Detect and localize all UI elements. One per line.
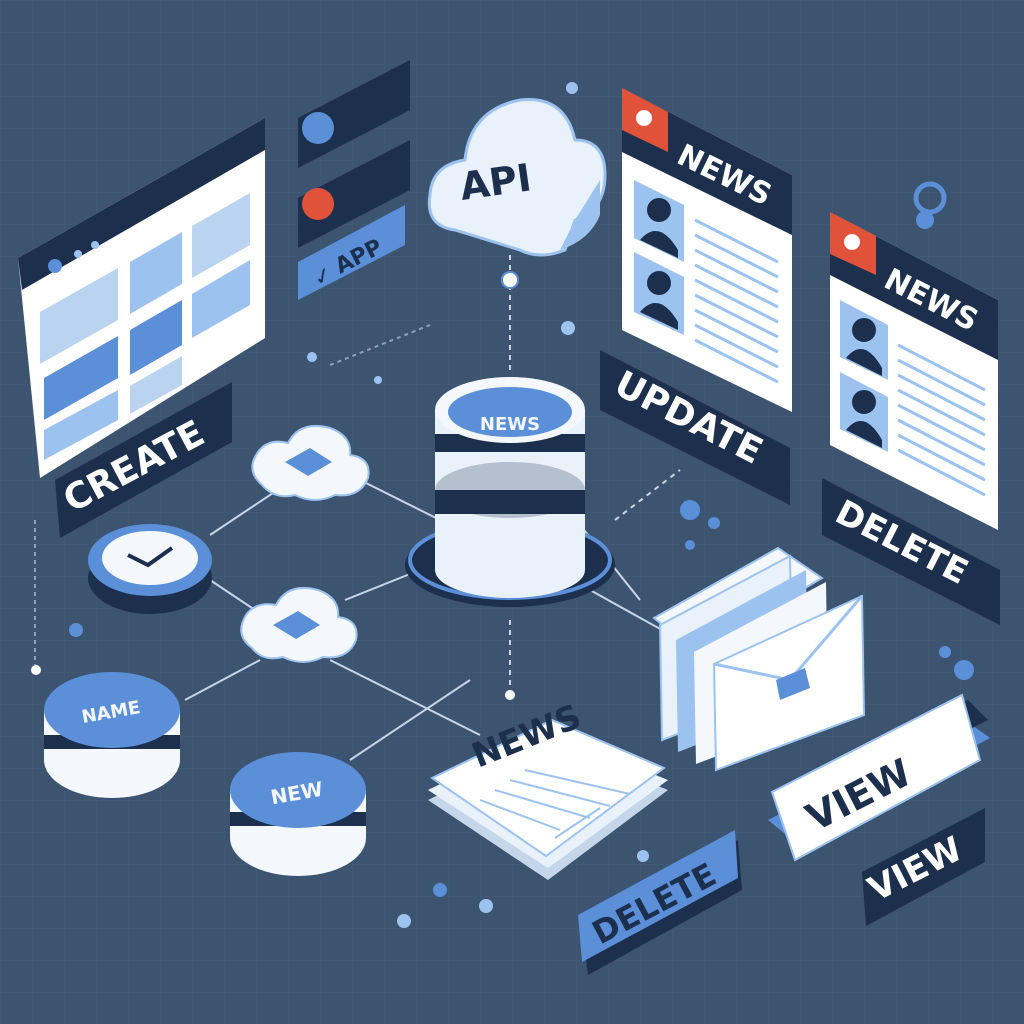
database-label: NEWS: [480, 414, 540, 435]
person-icon: [634, 180, 684, 262]
delete-button-bottom[interactable]: DELETE: [578, 830, 742, 975]
person-icon: [840, 300, 888, 380]
pill-button-2[interactable]: [298, 140, 410, 248]
clock-icon: [88, 524, 212, 614]
cloud-node-top: [251, 424, 370, 501]
cylinder-name: NAME: [44, 672, 180, 798]
newspaper-icon: NEWS: [428, 697, 668, 880]
cloud-node-middle: [240, 586, 358, 663]
cylinder-new: NEW: [230, 752, 366, 876]
newspaper-right-top: NEWS: [622, 88, 792, 412]
database-icon: NEWS: [405, 377, 615, 607]
pill-button-1[interactable]: [298, 60, 410, 168]
person-icon: [840, 372, 888, 452]
api-cloud: API: [427, 98, 607, 257]
api-label: API: [457, 155, 534, 209]
envelope-icon: [652, 546, 866, 772]
browser-window-left: [18, 118, 265, 478]
person-icon: [634, 252, 684, 335]
decorative-dots: [31, 82, 974, 928]
